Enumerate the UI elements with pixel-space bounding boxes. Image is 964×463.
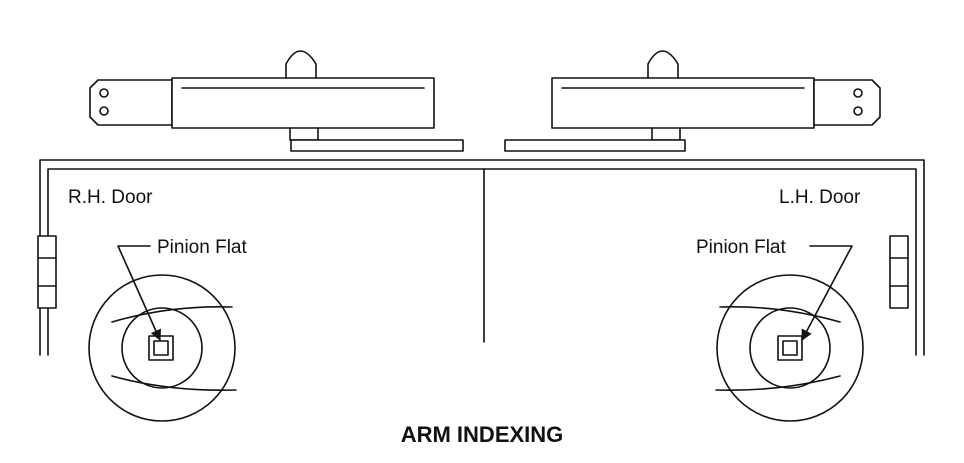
diagram-title: ARM INDEXING xyxy=(400,422,564,447)
rh-door-label: R.H. Door xyxy=(68,187,153,208)
hinge-right xyxy=(889,235,909,309)
hinge-left xyxy=(37,235,57,309)
lh-door-label: L.H. Door xyxy=(779,187,861,208)
pinion-flat-right-label: Pinion Flat xyxy=(696,237,786,258)
pinion-flat-right-leader xyxy=(801,245,853,341)
arm-detail-left xyxy=(88,274,237,422)
pinion-flat-left-leader xyxy=(117,245,162,342)
pinion-flat-left-square xyxy=(148,335,174,361)
pinion-flat-right-square xyxy=(777,335,803,361)
door-closer-left xyxy=(89,50,464,152)
pinion-flat-left-label: Pinion Flat xyxy=(157,237,247,258)
door-closer-right xyxy=(504,50,881,152)
arm-detail-right xyxy=(715,274,864,422)
